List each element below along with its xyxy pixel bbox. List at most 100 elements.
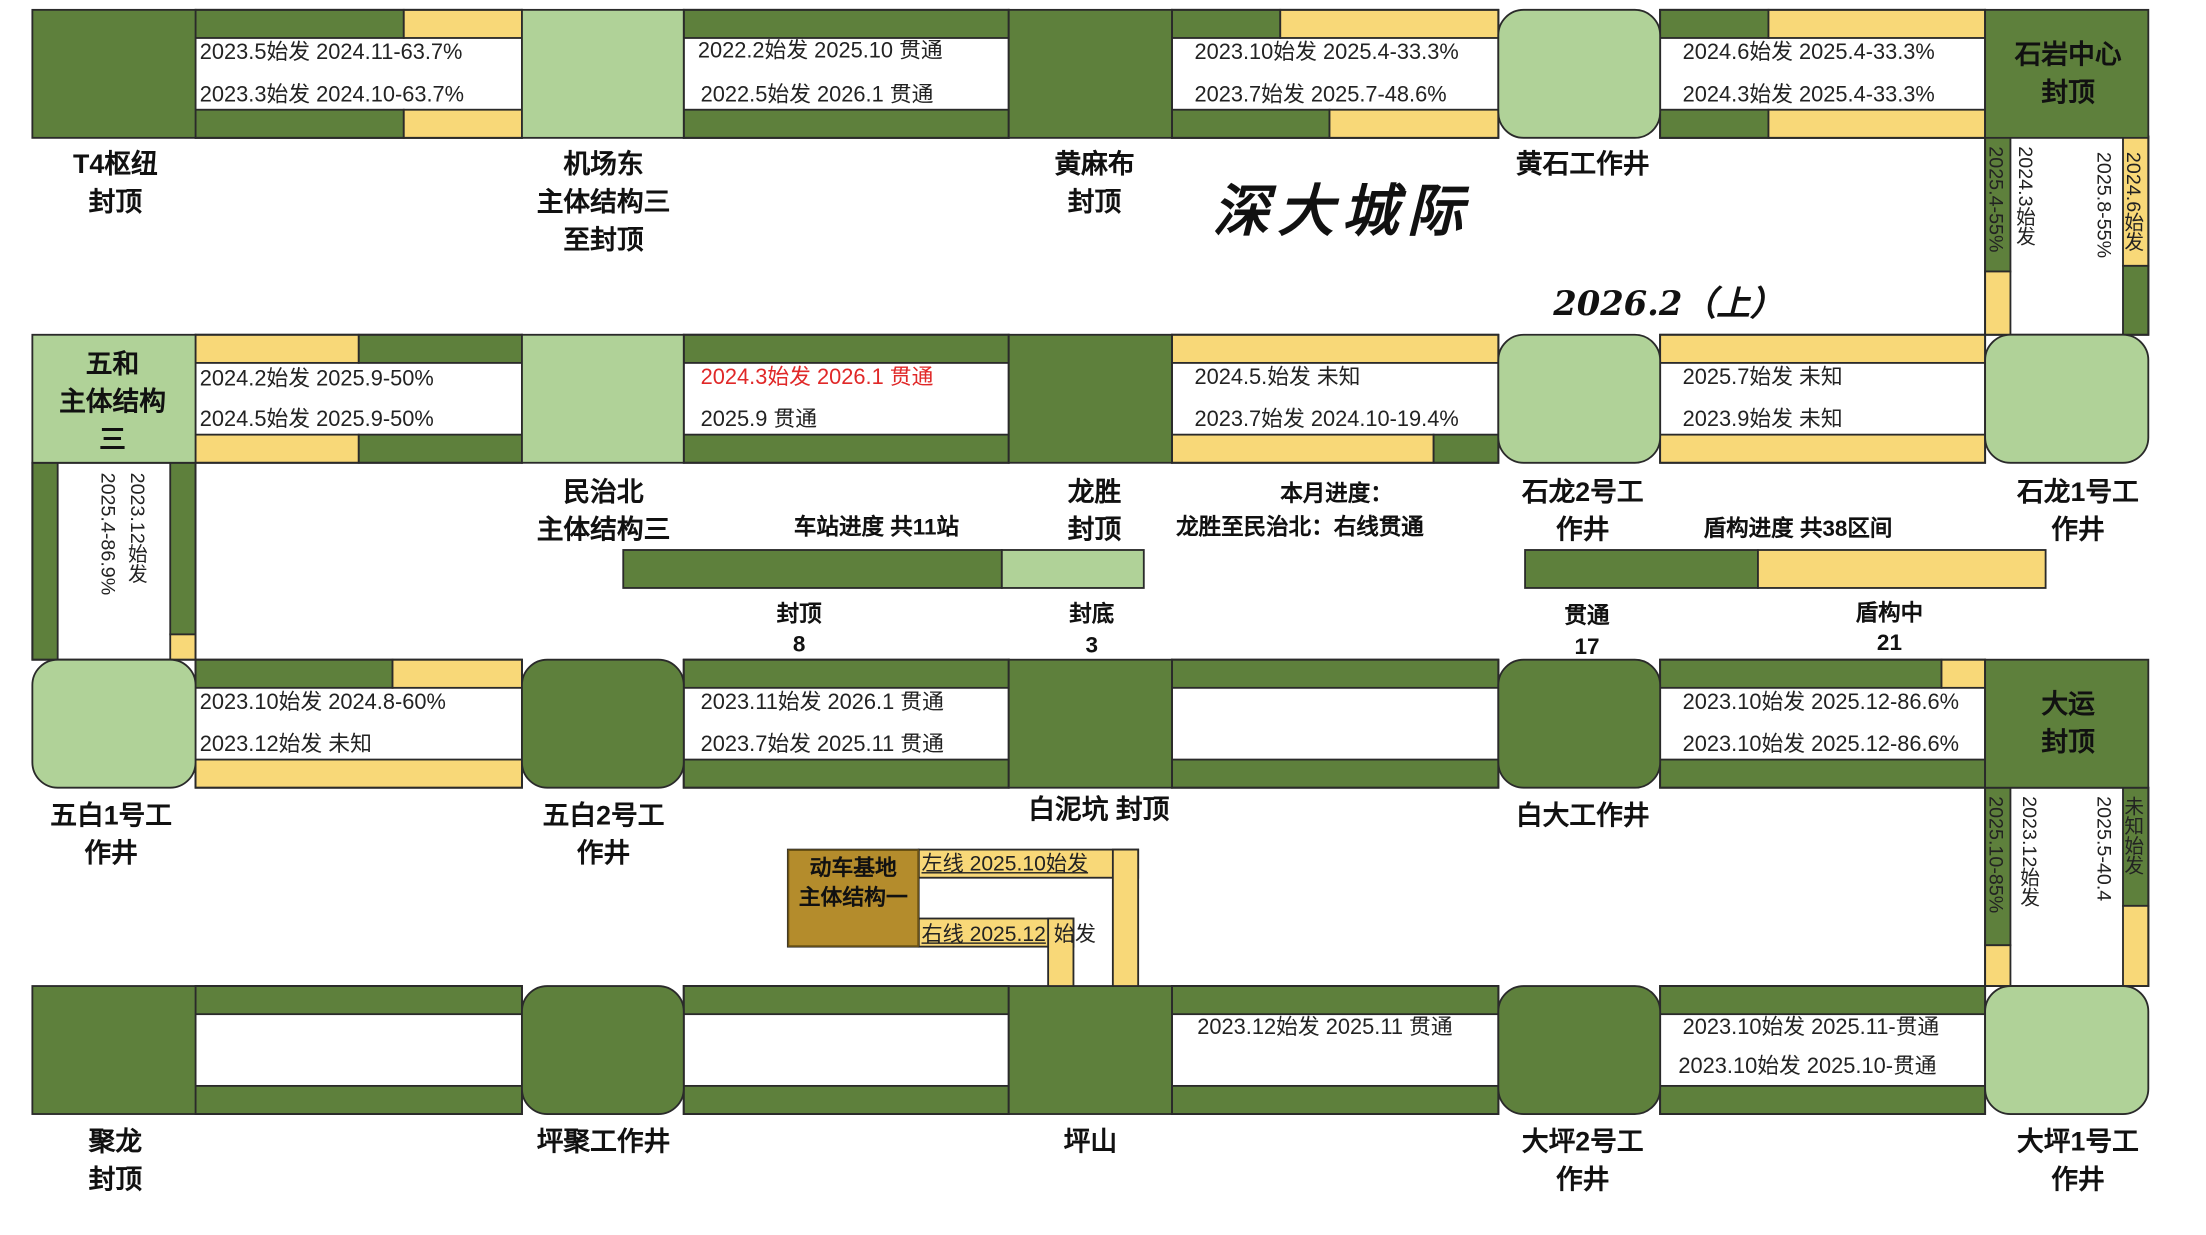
- station-name-daping2: 大坪2号工作井: [1521, 1128, 1644, 1196]
- station-block-baida: [1497, 658, 1662, 789]
- segment-r1c-top-part-1: [1279, 8, 1500, 39]
- station-name-jichangdong: 机场东主体结构三至封顶: [536, 150, 671, 257]
- segment-r1c-line1: 2023.10始发 2025.4-33.3%: [1194, 40, 1459, 65]
- station-done-label: 封顶: [776, 603, 822, 628]
- depot-name-line2: 主体结构一: [798, 886, 908, 911]
- month-progress-text: 龙胜至民治北：右线贯通: [1176, 516, 1424, 541]
- shield-progress-title: 盾构进度 共38区间: [1703, 517, 1893, 542]
- segment-r2a-top-part-0: [194, 333, 360, 364]
- vconn-right1-text4: 2024.6始发: [2122, 151, 2146, 252]
- segment-r2b-line1: 2024.3始发 2026.1 贯通: [700, 365, 934, 390]
- depot-right-line: 右线 2025.12: [921, 922, 1046, 947]
- segment-r2d-bottom-part-0: [1659, 433, 1987, 464]
- vconn-right1-left-part-1: [1984, 270, 2012, 336]
- station-name-huangshi: 黄石工作井: [1515, 150, 1650, 181]
- segment-r3b-top-part-0: [682, 658, 1010, 689]
- station-done-count: 8: [792, 632, 806, 657]
- segment-r3d-bottom-part-0: [1659, 758, 1987, 789]
- segment-r3a-line2: 2023.12始发 未知: [199, 732, 372, 757]
- station-block-pingju: [521, 985, 685, 1115]
- segment-r2a-line1: 2024.2始发 2025.9-50%: [199, 367, 434, 392]
- shield-progress-ongoing-bar: [1757, 549, 2047, 589]
- station-block-dayun: [1984, 658, 2150, 789]
- depot-name-line1: 动车基地: [809, 856, 897, 881]
- station-block-minzhibei: [521, 333, 685, 464]
- segment-r1a-top-part-1: [402, 8, 523, 39]
- station-block-daping2: [1497, 985, 1662, 1115]
- segment-r4d-top-part-0: [1659, 985, 1987, 1016]
- segment-r3d-line1: 2023.10始发 2025.12-86.6%: [1682, 690, 1960, 715]
- station-name-daping1: 大坪1号工作井: [2017, 1128, 2139, 1196]
- segment-r3a-bottom-part-0: [194, 758, 523, 789]
- vconn-right1-left-part-0: [1984, 135, 2012, 273]
- segment-r4c-top-part-0: [1171, 985, 1500, 1016]
- station-name-bainikeng: 白泥坑 封顶: [1028, 796, 1170, 826]
- station-name-wuhe: 五和主体结构三: [59, 350, 167, 456]
- segment-r2a-top-part-1: [357, 333, 523, 364]
- segment-r1b-top-part-0: [682, 8, 1010, 39]
- segment-r3c-bottom-part-0: [1171, 758, 1500, 789]
- segment-r2d-top-part-0: [1659, 333, 1987, 364]
- depot-right-line-drop: [1047, 917, 1075, 987]
- station-block-huangmabu: [1007, 8, 1173, 139]
- segment-r3b-bottom-part-0: [682, 758, 1010, 789]
- station-block-jichangdong: [521, 8, 685, 139]
- month-progress-label: 本月进度：: [1280, 482, 1393, 507]
- segment-r2c-line1: 2024.5.始发 未知: [1194, 365, 1361, 390]
- segment-r3d-line2: 2023.10始发 2025.12-86.6%: [1682, 732, 1960, 757]
- segment-r3b-line2: 2023.7始发 2025.11 贯通: [700, 732, 944, 757]
- vconn-right1-right-part-1: [2122, 264, 2150, 336]
- station-name-huangmabu: 黄麻布封顶: [1054, 150, 1135, 219]
- station-name-wubai1: 五白1号工作井: [50, 801, 173, 870]
- vconn-left-text1: 2025.4-86.9%: [97, 472, 120, 596]
- shield-ongoing-label: 盾构中: [1855, 602, 1924, 626]
- vconn-right1-text1: 2025.4-55%: [1985, 146, 2008, 253]
- station-bottom-label: 封底: [1069, 603, 1115, 628]
- shield-ongoing-count: 21: [1876, 631, 1902, 656]
- segment-r4a-top-part-0: [194, 985, 523, 1016]
- segment-r1a-top-part-0: [194, 8, 405, 39]
- segment-r1b-line1: 2022.2始发 2025.10 贯通: [697, 39, 943, 64]
- segment-r1a-line2: 2023.3始发 2024.10-63.7%: [199, 82, 465, 107]
- depot-left-line-drop: [1111, 848, 1140, 987]
- station-block-shiyan: [1984, 8, 2150, 139]
- station-block-huangshi: [1497, 8, 1662, 139]
- depot-left-line: 左线 2025.10始发: [921, 852, 1089, 877]
- segment-r4d-line2: 2023.10始发 2025.10-贯通: [1678, 1054, 1937, 1079]
- segment-r1c-bottom-part-0: [1171, 108, 1331, 139]
- segment-r1a-line1: 2023.5始发 2024.11-63.7%: [199, 40, 463, 65]
- vconn-right1-text2: 2024.3始发: [2014, 146, 2038, 246]
- segment-r1d-line1: 2024.6始发 2025.4-33.3%: [1682, 40, 1935, 65]
- segment-r3b-line1: 2023.11始发 2026.1 贯通: [700, 690, 944, 715]
- station-name-baida: 白大工作井: [1515, 801, 1650, 832]
- segment-r1d-line2: 2024.3始发 2025.4-33.3%: [1682, 82, 1935, 107]
- station-block-daping1: [1984, 985, 2150, 1115]
- vconn-left-right-part-1: [169, 633, 197, 661]
- vconn-right2-text4: 未知始发: [2122, 796, 2146, 875]
- vconn-right2-text2: 2023.12始发: [2018, 796, 2042, 907]
- segment-r2b-bottom-part-0: [682, 433, 1010, 464]
- segment-r4d-line1: 2023.10始发 2025.11-贯通: [1682, 1015, 1940, 1040]
- station-progress-title: 车站进度 共11站: [793, 516, 960, 541]
- station-progress-done-bar: [622, 549, 1003, 589]
- vconn-right2-text3: 2025.5-40.4: [2093, 796, 2116, 902]
- station-bottom-count: 3: [1085, 634, 1099, 659]
- segment-r2c-line2: 2023.7始发 2024.10-19.4%: [1194, 407, 1459, 432]
- shield-done-count: 17: [1574, 635, 1600, 660]
- segment-r3a-line1: 2023.10始发 2024.8-60%: [199, 690, 446, 715]
- segment-r1d-bottom-part-0: [1659, 108, 1770, 139]
- station-block-julong: [31, 985, 197, 1115]
- segment-r3d-top-part-1: [1940, 658, 1987, 689]
- segment-r2c-bottom-part-0: [1171, 433, 1435, 464]
- report-date: 2026.2（上）: [1553, 282, 1784, 324]
- station-block-longsheng: [1007, 333, 1173, 464]
- vconn-right1-right-part-0: [2122, 135, 2150, 267]
- depot-left-line-bar: [917, 848, 1140, 879]
- segment-r3d-top-part-0: [1659, 658, 1943, 689]
- station-block-shilong2: [1497, 333, 1662, 464]
- vconn-left-left-part-0: [31, 461, 59, 661]
- vconn-left-text2: 2023.12始发: [126, 472, 150, 584]
- station-block-bainikeng: [1007, 658, 1173, 789]
- segment-r1c-top-part-0: [1171, 8, 1282, 39]
